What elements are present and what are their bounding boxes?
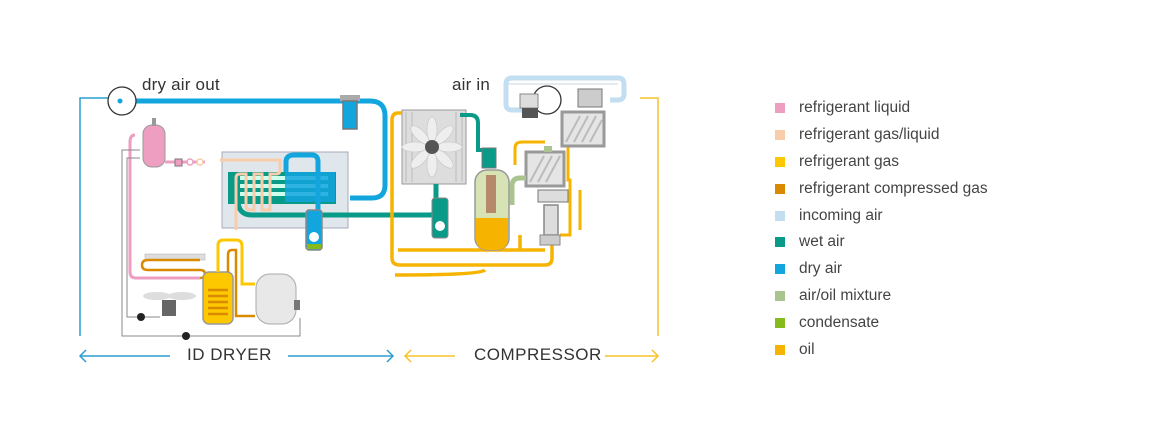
refrigerant-receiver-icon <box>142 118 166 168</box>
legend-label: air/oil mixture <box>799 286 892 304</box>
pressure-gauge-icon <box>182 332 190 340</box>
legend-swatch <box>775 103 785 114</box>
dry-air-pipe <box>128 98 388 201</box>
legend-label: dry air <box>799 260 843 278</box>
legend-swatch <box>775 156 785 167</box>
compressor-dryer-schematic <box>78 75 660 363</box>
water-separator-icon <box>431 197 449 239</box>
legend-item: refrigerant liquid <box>775 95 988 122</box>
legend: refrigerant liquid refrigerant gas/liquid… <box>775 95 988 363</box>
legend-swatch <box>775 344 785 355</box>
legend-label: oil <box>799 340 815 358</box>
pressure-switch-icon <box>137 313 145 321</box>
condensate-separator-icon <box>305 209 323 251</box>
legend-item: incoming air <box>775 202 988 229</box>
legend-swatch <box>775 317 785 328</box>
legend-swatch <box>775 237 785 248</box>
incoming-air-pipe <box>503 75 627 113</box>
oil-filter-icon <box>543 204 559 236</box>
legend-swatch <box>775 183 785 194</box>
dry-air-filter-icon <box>340 95 360 130</box>
air-oil-mixture-pipe <box>509 175 526 205</box>
air-in-label: air in <box>452 75 491 94</box>
legend-label: refrigerant gas <box>799 152 899 170</box>
refrigerant-separator-tank-icon <box>202 238 255 325</box>
legend-swatch <box>775 210 785 221</box>
inlet-valve-icon <box>577 88 603 108</box>
legend-item: wet air <box>775 229 988 256</box>
air-filter-icon <box>519 93 539 118</box>
refrigerant-compressor-icon <box>255 273 300 325</box>
section-label-id-dryer: ID DRYER <box>187 345 272 364</box>
legend-swatch <box>775 264 785 275</box>
legend-label: refrigerant gas/liquid <box>799 126 940 144</box>
legend-item: air/oil mixture <box>775 283 988 310</box>
legend-item: condensate <box>775 309 988 336</box>
legend-swatch <box>775 130 785 141</box>
legend-item: dry air <box>775 256 988 283</box>
condenser-coil-icon <box>140 253 207 280</box>
heat-exchanger <box>220 152 350 230</box>
oil-pipe <box>390 111 554 277</box>
legend-label: wet air <box>799 233 845 251</box>
legend-label: refrigerant liquid <box>799 99 911 117</box>
compressor-frame-line <box>640 97 659 336</box>
cooling-fan-icon <box>401 116 463 178</box>
legend-label: condensate <box>799 313 880 331</box>
thermostatic-valve-icon <box>537 189 569 203</box>
legend-item: refrigerant gas <box>775 149 988 176</box>
legend-swatch <box>775 290 785 301</box>
dry-air-out-label: dry air out <box>142 75 220 94</box>
legend-label: refrigerant compressed gas <box>799 179 988 197</box>
oil-separator-vessel-icon <box>474 147 510 251</box>
compressor-airend-icon <box>524 110 606 188</box>
legend-item: oil <box>775 336 988 363</box>
legend-item: refrigerant compressed gas <box>775 175 988 202</box>
legend-item: refrigerant gas/liquid <box>775 122 988 149</box>
compressor-section-arrow <box>403 349 660 363</box>
dryer-section-arrow <box>78 349 395 363</box>
legend-label: incoming air <box>799 206 883 224</box>
section-label-compressor: COMPRESSOR <box>474 345 602 364</box>
condenser-fan-icon <box>143 292 196 316</box>
dryer-frame-line <box>79 97 108 336</box>
